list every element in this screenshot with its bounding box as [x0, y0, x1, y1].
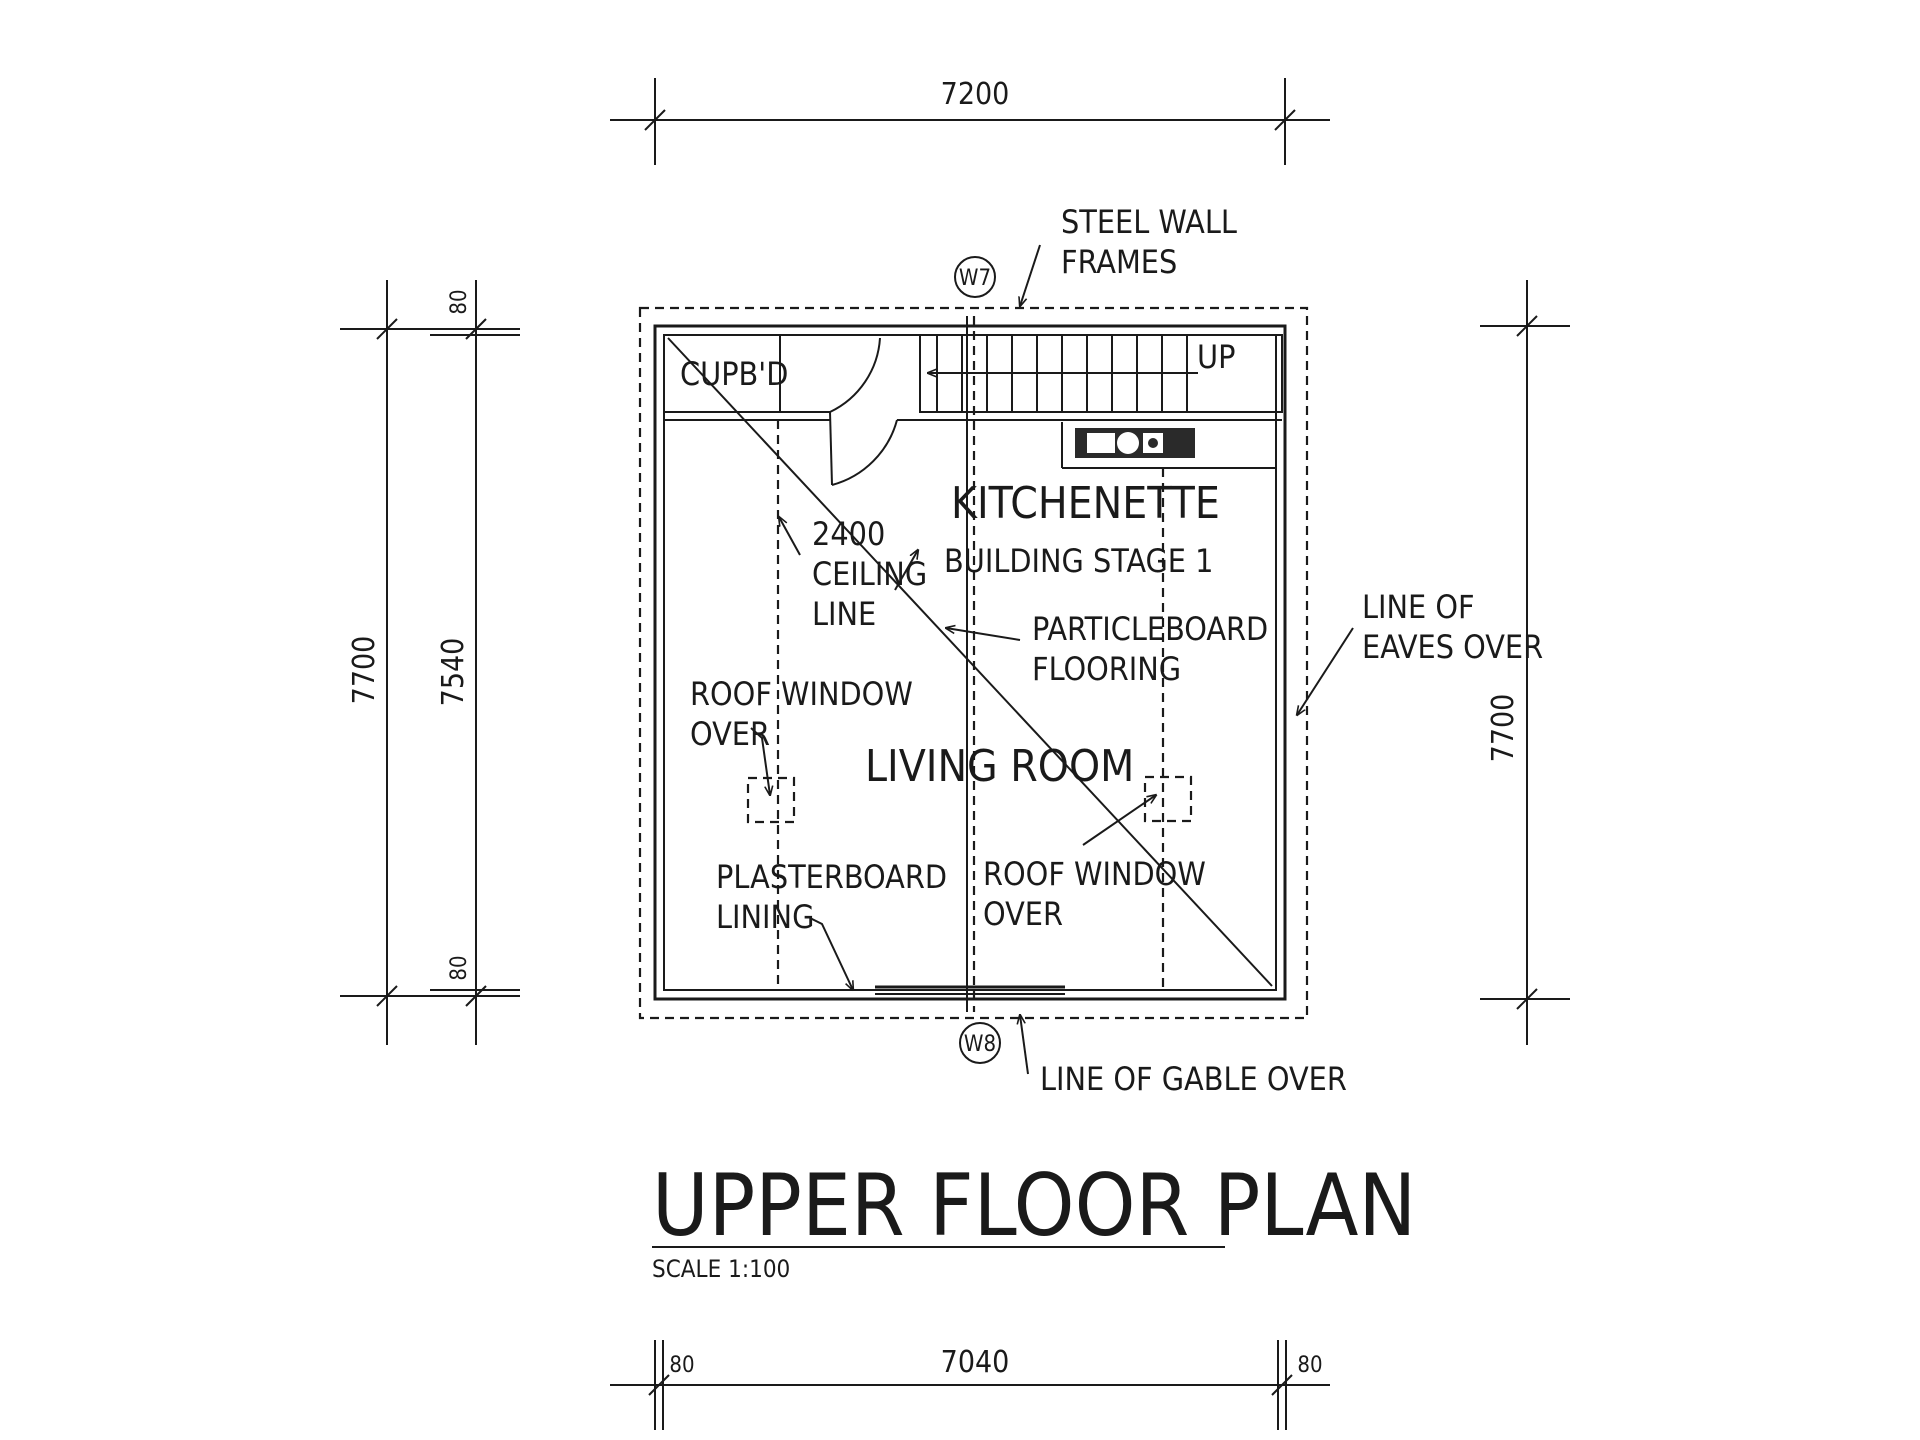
outer-wall	[653, 324, 1287, 1001]
plasterboard-label-2: LINING	[716, 898, 814, 936]
window-tag-w7-label: W7	[959, 266, 991, 291]
line-of-eaves-label-1: LINE OF	[1362, 588, 1475, 626]
kitchenette-label: KITCHENETTE	[951, 478, 1220, 529]
roof-window-right-label-1: ROOF WINDOW	[983, 855, 1206, 893]
left-top-wall-dimension: 80	[447, 289, 472, 314]
roof-window-left-label-1: ROOF WINDOW	[690, 675, 913, 713]
left-overall-dimension: 7700	[347, 636, 382, 705]
roof-window-left	[746, 776, 796, 824]
building-stage-label: BUILDING STAGE 1	[944, 542, 1213, 580]
eaves-line	[638, 306, 1309, 1020]
roof-window-right-label-2: OVER	[983, 895, 1063, 933]
top-dimension: 7200	[610, 77, 1330, 165]
bottom-dimension: 7040 80 80	[610, 1340, 1330, 1430]
window-w8	[875, 985, 1065, 995]
particleboard-label-2: FLOORING	[1032, 650, 1181, 688]
left-bottom-wall-dimension: 80	[447, 955, 472, 980]
plasterboard-label-1: PLASTERBOARD	[716, 858, 947, 896]
bottom-left-wall-dimension: 80	[669, 1353, 694, 1378]
diagonal-line	[667, 337, 1273, 987]
window-tag-w8: W8	[959, 1022, 1001, 1064]
steel-wall-frames-label-2: FRAMES	[1061, 243, 1177, 281]
cupboard-label: CUPB'D	[680, 355, 788, 393]
particleboard-label-1: PARTICLEBOARD	[1032, 610, 1268, 648]
top-overall-dimension: 7200	[941, 77, 1010, 112]
steel-wall-frames-label-1: STEEL WALL	[1061, 203, 1237, 241]
roof-window-right	[1143, 775, 1193, 823]
kitchenette-bench	[1061, 422, 1276, 469]
ceiling-line-label-3: LINE	[812, 595, 876, 633]
left-dimension: 7700 7540 80 80	[340, 280, 520, 1045]
window-tag-w7: W7	[954, 256, 996, 298]
bottom-inner-dimension: 7040	[941, 1345, 1010, 1380]
drawing-scale: SCALE 1:100	[652, 1255, 790, 1283]
cupboard-door-swing	[829, 337, 920, 486]
bottom-right-wall-dimension: 80	[1297, 1353, 1322, 1378]
stair-up-label: UP	[1197, 338, 1235, 376]
window-tag-w8-label: W8	[964, 1032, 996, 1057]
living-room-label: LIVING ROOM	[865, 741, 1134, 792]
annotation-labels: STEEL WALL FRAMES CUPB'D UP KITCHENETTE …	[680, 203, 1543, 1098]
ceiling-line-label-1: 2400	[812, 515, 885, 553]
line-of-gable-label: LINE OF GABLE OVER	[1040, 1060, 1347, 1098]
roof-window-left-label-2: OVER	[690, 715, 770, 753]
ceiling-line-label-2: CEILING	[812, 555, 927, 593]
drawing-title-block: UPPER FLOOR PLAN SCALE 1:100	[652, 1156, 1416, 1283]
right-overall-dimension: 7700	[1486, 694, 1521, 763]
staircase	[919, 334, 1283, 413]
leader-arrows	[750, 244, 1354, 1075]
right-dimension: 7700	[1480, 280, 1570, 1045]
drawing-title: UPPER FLOOR PLAN	[652, 1156, 1416, 1256]
left-inner-dimension: 7540	[436, 638, 471, 707]
line-of-eaves-label-2: EAVES OVER	[1362, 628, 1543, 666]
